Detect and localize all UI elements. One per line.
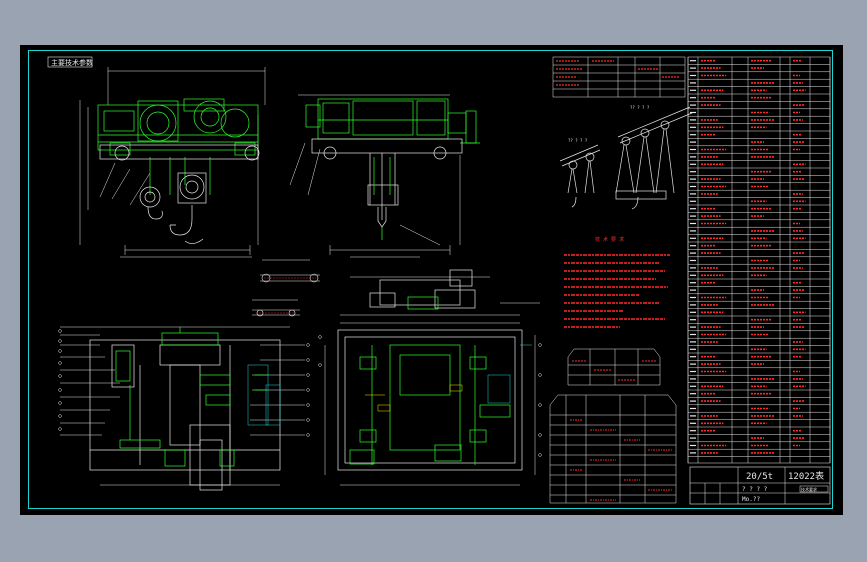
- svg-text:?? ? ? ?: ?? ? ? ?: [568, 138, 588, 143]
- small-table-middle: [567, 348, 661, 386]
- tech-heading: 技 术 要 求: [595, 236, 624, 243]
- svg-text:?? ? ? ?: ?? ? ? ?: [630, 105, 650, 110]
- sheet-label: 主要技术参数: [51, 58, 93, 67]
- bill-of-materials: [687, 56, 831, 464]
- parameter-table-top: [552, 56, 686, 98]
- technical-requirements: 技 术 要 求: [564, 236, 670, 328]
- drawing-frame: [28, 50, 833, 509]
- sheet-label-box: 主要技术参数: [47, 56, 93, 68]
- drawing-canvas: 主要技术参数: [47, 56, 831, 505]
- leader-numbers: [58, 329, 542, 457]
- side-view-hoist: [289, 94, 480, 258]
- drawing-number: 12022表: [788, 470, 824, 482]
- scale-cells: ? ? ? ?: [742, 486, 768, 493]
- corner-tag: 技术要求: [801, 486, 817, 492]
- rating-label: 20/5t: [746, 472, 773, 482]
- title-block: 20/5t 12022表 ? ? ? ? Mo.?? 技术要求: [689, 466, 831, 505]
- detail-rail-views: [252, 259, 320, 317]
- reeving-diagrams: ?? ? ? ? ?? ? ? ?: [559, 105, 693, 210]
- cad-viewport[interactable]: 主要技术参数: [20, 45, 843, 515]
- parts-table-bottom: [549, 394, 677, 504]
- front-view-hoist: [79, 67, 266, 258]
- plan-view-trolley: [324, 269, 540, 486]
- section-view-left: [60, 326, 305, 491]
- scale-note: Mo.??: [742, 496, 760, 503]
